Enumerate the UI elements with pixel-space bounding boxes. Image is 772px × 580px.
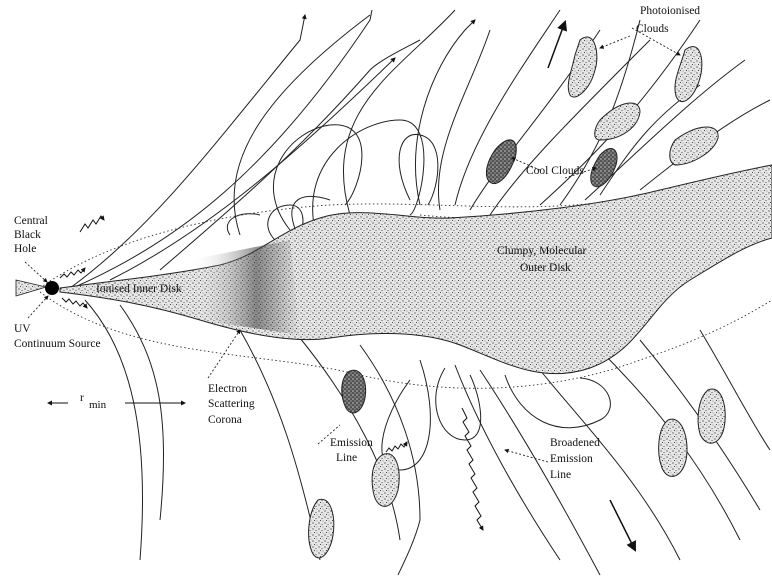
central-black-hole-label-3: Hole [14, 243, 36, 255]
r-min-indicator: r min [48, 392, 185, 411]
outer-disk-label-2: Outer Disk [520, 262, 571, 274]
photoionised-clouds-label: Photoionised [640, 5, 700, 17]
emission-line-label-2: Line [336, 452, 357, 464]
photoionised-clouds-lower [309, 370, 726, 558]
outer-disk-label: Clumpy, Molecular [497, 245, 586, 257]
inner-disk-stub [16, 280, 46, 296]
broadened-line-label: Broadened [550, 437, 600, 449]
cool-clouds-label: Cool Clouds [526, 165, 584, 177]
central-black-hole-label: Central [14, 215, 48, 227]
central-black-hole [45, 281, 59, 295]
r-min-subscript: min [89, 399, 107, 411]
broadened-line-label-3: Line [550, 469, 571, 481]
corona-label: Electron [208, 383, 247, 395]
uv-source-label-2: Continuum Source [14, 338, 101, 350]
uv-source-label: UV [14, 323, 31, 335]
photoionised-clouds-label-2: Clouds [636, 23, 669, 35]
corona-label-3: Corona [208, 414, 242, 426]
emission-line-label: Emission [330, 437, 373, 449]
central-black-hole-label-2: Black [14, 229, 41, 241]
emission-line-ray [386, 442, 407, 452]
corona-label-2: Scattering [208, 398, 255, 410]
broadened-line-label-2: Emission [550, 453, 593, 465]
r-min-label: r [80, 392, 84, 404]
outflow-arrow-up [548, 22, 565, 68]
accretion-disk [60, 165, 772, 374]
photoionised-clouds-upper [486, 37, 718, 187]
outflow-arrow-down [610, 500, 635, 550]
ionised-inner-disk-label: Ionised Inner Disk [96, 283, 182, 295]
